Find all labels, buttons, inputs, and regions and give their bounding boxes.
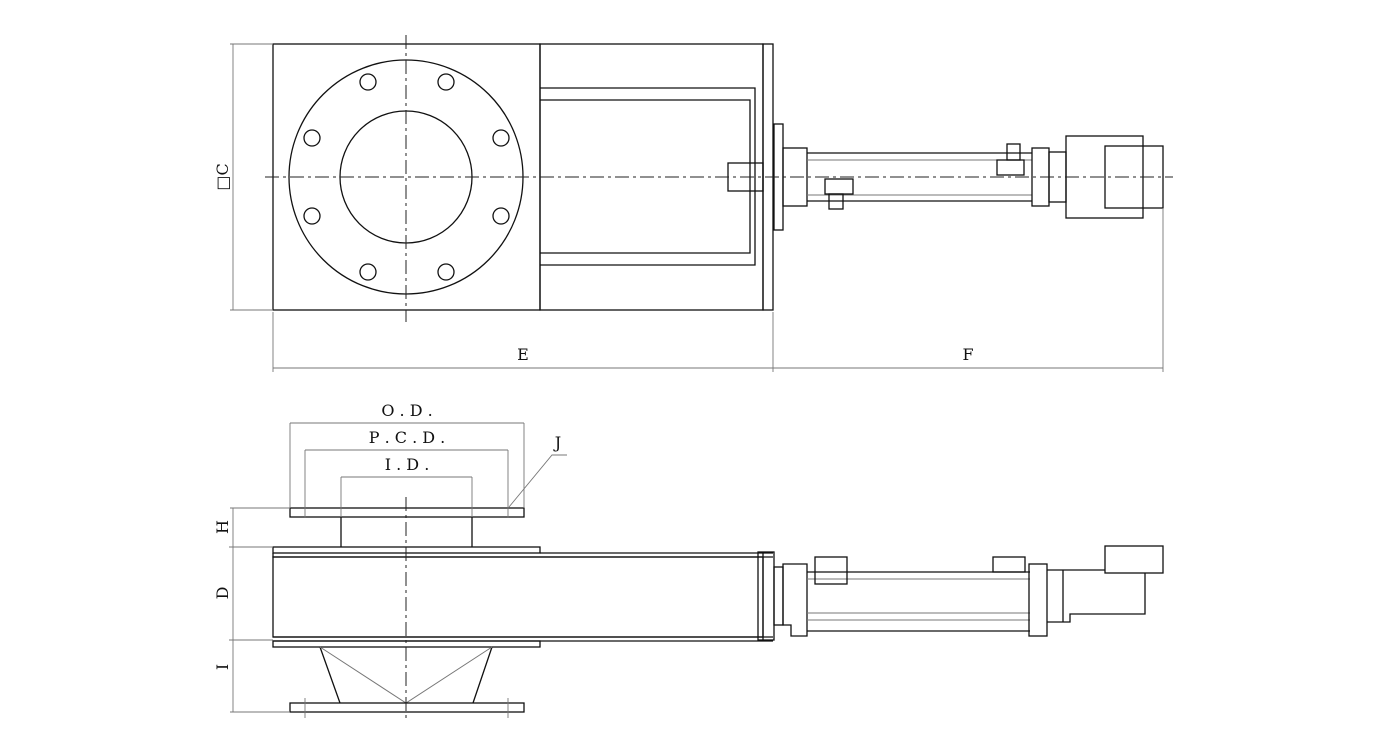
dim-i-label: I — [213, 664, 232, 670]
dim-pcd-label: P . C . D . — [369, 428, 446, 447]
body-side — [272, 556, 764, 638]
bolt-holes — [303, 73, 510, 281]
actuator-top — [727, 123, 1164, 231]
actuator-side — [757, 545, 1164, 641]
dimension-f: F — [773, 208, 1164, 372]
dimension-j: J — [508, 433, 567, 508]
dimension-e: E — [272, 312, 774, 372]
dim-h-label: H — [213, 520, 232, 534]
dimension-id: I . D . — [340, 455, 473, 517]
top-flange — [289, 507, 525, 518]
dimension-pcd: P . C . D . — [305, 428, 508, 451]
dim-f-label: F — [962, 345, 973, 364]
dimension-od: O . D . — [289, 401, 525, 508]
bottom-flange — [289, 702, 525, 713]
side-view — [272, 450, 1164, 722]
dim-id-label: I . D . — [385, 455, 430, 474]
dim-e-label: E — [517, 345, 529, 364]
top-view — [265, 35, 1173, 322]
bolt-centerlines — [304, 450, 509, 718]
hopper — [319, 646, 493, 704]
dimension-hdi: H D I — [213, 507, 290, 713]
neck — [340, 517, 473, 547]
dim-d-label: D — [213, 587, 232, 600]
dim-j-label: J — [553, 433, 561, 452]
dim-od-label: O . D . — [381, 401, 432, 420]
dimension-c: □C — [213, 43, 273, 311]
dim-c-label: □C — [213, 163, 232, 190]
